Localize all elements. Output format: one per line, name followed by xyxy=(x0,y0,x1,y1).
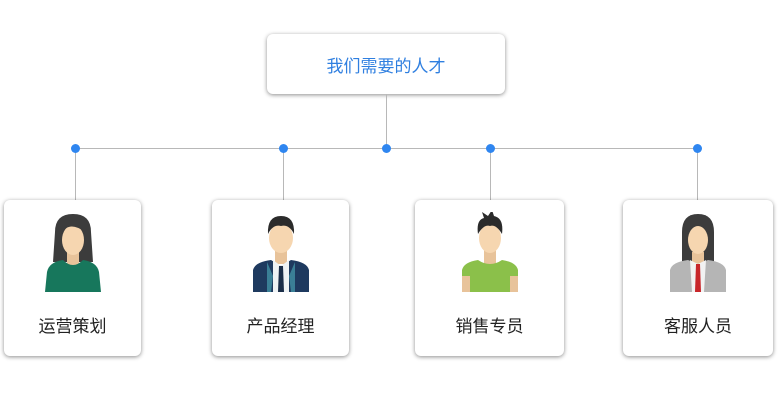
root-title: 我们需要的人才 xyxy=(326,56,446,77)
node-dot xyxy=(279,144,288,153)
role-card-customer-service: 客服人员 xyxy=(623,200,773,356)
role-card-sales: 销售专员 xyxy=(415,200,564,356)
connector-2 xyxy=(283,148,284,200)
man-green-shirt-icon xyxy=(461,212,518,292)
role-label: 客服人员 xyxy=(664,317,732,337)
role-card-product-manager: 产品经理 xyxy=(212,200,349,356)
node-dot xyxy=(382,144,391,153)
connector-3 xyxy=(490,148,491,200)
root-node: 我们需要的人才 xyxy=(267,34,505,94)
role-label: 运营策划 xyxy=(38,317,107,337)
node-dot xyxy=(486,144,495,153)
woman-grey-suit-icon xyxy=(670,214,726,292)
node-dot xyxy=(693,144,702,153)
connector-4 xyxy=(697,148,698,200)
connector-1 xyxy=(75,148,76,200)
role-label: 产品经理 xyxy=(246,317,315,337)
connector-vertical-root xyxy=(386,94,387,148)
node-dot xyxy=(71,144,80,153)
woman-green-icon xyxy=(44,214,101,292)
man-suit-icon xyxy=(252,216,309,292)
role-card-operations: 运营策划 xyxy=(4,200,141,356)
role-label: 销售专员 xyxy=(455,317,524,337)
